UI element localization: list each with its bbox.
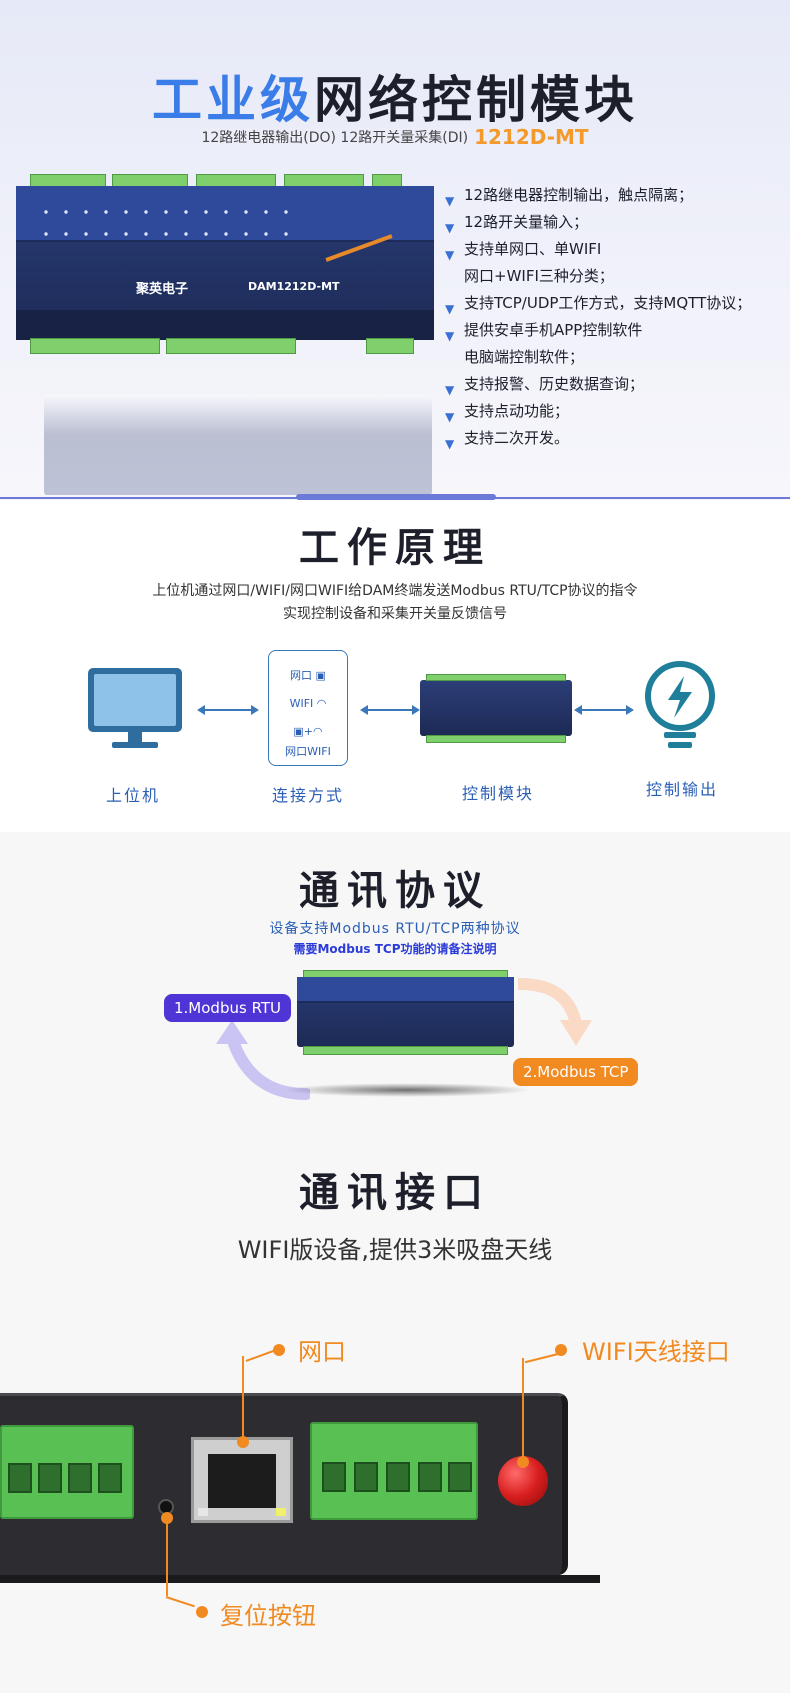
device-led-row — [36, 208, 296, 216]
feature-item: ▼提供安卓手机APP控制软件电脑端控制软件； — [445, 321, 643, 366]
ethernet-port-icon: ▣ — [293, 725, 304, 738]
double-chevron-down-icon: ▼ — [445, 221, 455, 235]
hero-subtitle: 12路继电器输出(DO) 12路开关量采集(DI) 1212D-MT — [0, 125, 790, 149]
device-image: 聚英电子 DAM1212D-MT — [16, 174, 434, 354]
callout-label-reset: 复位按钮 — [220, 1602, 316, 1630]
double-chevron-down-icon: ▼ — [445, 437, 455, 451]
terminal-block — [426, 674, 566, 681]
terminal-block — [0, 1425, 134, 1519]
principle-title: 工作原理 — [299, 525, 491, 571]
callout-dot — [555, 1344, 567, 1356]
double-chevron-down-icon: ▼ — [445, 194, 455, 208]
device-reflection — [44, 395, 432, 495]
feature-list: ▼12路继电器控制输出，触点隔离； ▼12路开关量输入； ▼支持单网口、单WIF… — [442, 182, 787, 452]
terminal-block — [303, 1046, 508, 1055]
callout-dot — [517, 1456, 529, 1468]
principle-desc-1: 上位机通过网口/WIFI/网口WIFI给DAM终端发送Modbus RTU/TC… — [152, 583, 638, 599]
device-led-row — [36, 230, 296, 238]
callout-label-net: 网口 — [298, 1338, 346, 1366]
callout-dot — [273, 1344, 285, 1356]
feature-item: ▼支持TCP/UDP工作方式，支持MQTT协议； — [442, 290, 787, 317]
node-label-host: 上位机 — [105, 786, 160, 805]
interface-desc: WIFI版设备,提供3米吸盘天线 — [237, 1236, 553, 1264]
terminal-block — [366, 338, 414, 354]
wifi-icon: ◠ — [316, 697, 327, 710]
device-shadow — [282, 1083, 532, 1097]
feature-item: ▼12路继电器控制输出，触点隔离； — [442, 182, 787, 209]
protocol-title: 通讯协议 — [299, 868, 491, 914]
device-indicator-strip — [297, 977, 514, 1003]
hero-title-highlight: 工业级 — [152, 71, 314, 129]
lightning-bulb-icon — [645, 661, 715, 748]
conn-net-label: 网口 — [290, 669, 313, 682]
curved-arrow-right-icon — [518, 978, 592, 1046]
node-label-connection: 连接方式 — [271, 786, 344, 805]
callout-dot — [196, 1606, 208, 1618]
feature-item: ▼12路开关量输入； — [442, 209, 787, 236]
conn-plus: + — [303, 725, 313, 738]
ethernet-port-icon: ▣ — [315, 669, 326, 682]
node-label-module: 控制模块 — [461, 784, 534, 803]
feature-item: ▼支持二次开发。 — [442, 425, 787, 452]
control-module-image — [420, 674, 572, 743]
protocol-desc-1: 设备支持Modbus RTU/TCP两种协议 — [269, 921, 521, 937]
conn-combo-label: 网口WIFI — [285, 745, 331, 758]
hero-subtitle-text: 12路继电器输出(DO) 12路开关量采集(DI) — [201, 130, 469, 146]
hero-model: 1212D-MT — [474, 125, 589, 149]
double-chevron-down-icon: ▼ — [445, 383, 455, 397]
feature-item: ▼支持报警、历史数据查询； — [442, 371, 787, 398]
device-bottom-band — [16, 310, 434, 340]
curved-arrow-left-icon — [216, 1020, 310, 1100]
hero-title: 工业级网络控制模块 — [0, 60, 790, 132]
terminal-block — [166, 338, 296, 354]
node-label-output: 控制输出 — [645, 780, 718, 799]
double-chevron-down-icon: ▼ — [445, 329, 455, 343]
terminal-block — [426, 735, 566, 743]
terminal-block — [30, 338, 160, 354]
interface-title: 通讯接口 — [299, 1170, 491, 1216]
hero-title-main: 网络控制模块 — [314, 71, 638, 129]
bidirectional-arrow-icon — [574, 705, 634, 715]
ethernet-port — [191, 1437, 293, 1523]
device-brand: 聚英电子 — [136, 282, 189, 297]
double-chevron-down-icon: ▼ — [445, 410, 455, 424]
modbus-rtu-badge: 1.Modbus RTU — [164, 994, 292, 1022]
device-model: DAM1212D-MT — [248, 280, 340, 293]
protocol-device-image — [297, 970, 514, 1055]
terminal-block — [310, 1422, 478, 1520]
double-chevron-down-icon: ▼ — [445, 248, 455, 262]
device-closeup-mount — [0, 1575, 600, 1583]
callout-label-antenna: WIFI天线接口 — [582, 1338, 730, 1366]
feature-item: ▼支持点动功能； — [442, 398, 787, 425]
principle-section — [0, 500, 790, 832]
wifi-icon: ◠ — [313, 725, 323, 738]
protocol-desc-2: 需要Modbus TCP功能的请备注说明 — [293, 942, 497, 956]
connection-options-box: 网口 ▣ WIFI ◠ ▣+◠ 网口WIFI — [268, 650, 348, 766]
modbus-tcp-badge: 2.Modbus TCP — [513, 1058, 639, 1086]
conn-wifi-label: WIFI — [289, 697, 314, 710]
section-divider-accent — [296, 494, 496, 500]
bidirectional-arrow-icon — [197, 705, 259, 715]
monitor-icon — [88, 668, 182, 748]
bidirectional-arrow-icon — [360, 705, 420, 715]
principle-desc-2: 实现控制设备和采集开关量反馈信号 — [283, 606, 507, 622]
double-chevron-down-icon: ▼ — [445, 302, 455, 316]
callout-dot — [237, 1436, 249, 1448]
